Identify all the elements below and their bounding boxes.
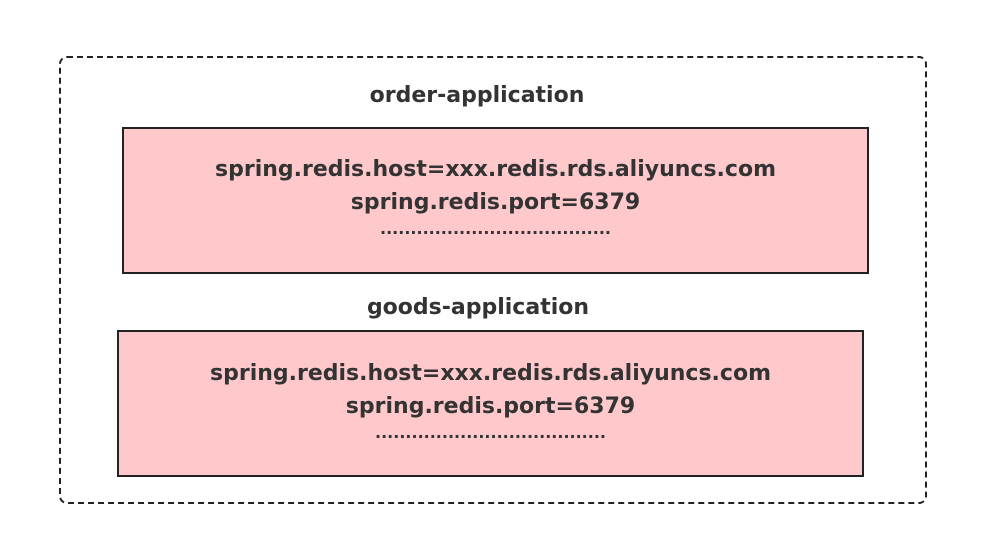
order-application-title: order-application [369,83,585,108]
goods-application-title: goods-application [366,295,590,320]
redis-port-line: spring.redis.port=6379 [350,190,641,215]
ellipsis-line: ...................................... [380,219,611,238]
order-application-config-box: spring.redis.host=xxx.redis.rds.aliyuncs… [122,127,869,274]
ellipsis-line: ...................................... [375,423,606,442]
redis-host-line: spring.redis.host=xxx.redis.rds.aliyuncs… [215,157,776,182]
redis-host-line: spring.redis.host=xxx.redis.rds.aliyuncs… [210,361,771,386]
goods-application-config-box: spring.redis.host=xxx.redis.rds.aliyuncs… [117,330,864,477]
redis-port-line: spring.redis.port=6379 [345,394,636,419]
outer-dashed-frame [59,56,927,504]
